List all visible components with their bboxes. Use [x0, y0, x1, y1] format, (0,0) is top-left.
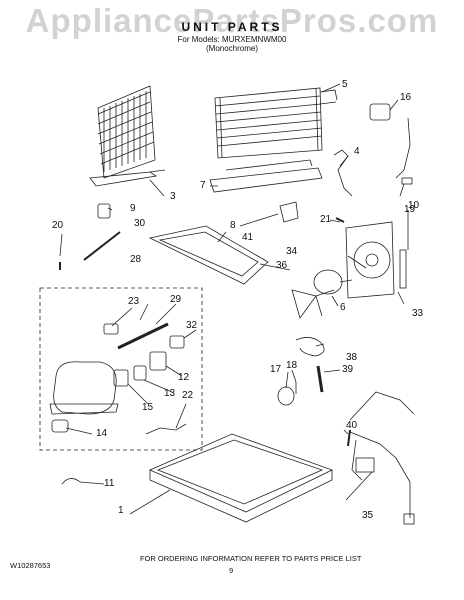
callout-36: 36 [276, 260, 288, 271]
compressor [49, 361, 119, 433]
callout-22: 22 [182, 390, 194, 401]
drain-pan [148, 225, 269, 285]
ground-screw [347, 429, 351, 447]
start-relay [149, 351, 167, 371]
foam-strip [399, 249, 407, 289]
defrost-wire [333, 149, 353, 197]
callout-38: 38 [346, 352, 358, 363]
mounting-bracket [279, 201, 299, 223]
diagram-title: UNIT PARTS [181, 20, 283, 34]
overload [113, 369, 129, 387]
callout-3: 3 [170, 191, 176, 202]
callout-23: 23 [128, 296, 140, 307]
callout-12: 12 [178, 372, 190, 383]
callout-15: 15 [142, 402, 154, 413]
terminal-block [103, 323, 119, 335]
callout-5: 5 [342, 79, 348, 90]
main-wire-harness [349, 391, 415, 525]
compressor-kit-box [39, 287, 203, 451]
spring-clip [61, 478, 81, 485]
capacitor-bracket [169, 335, 185, 349]
relay-cover [133, 365, 147, 381]
evaporator-coil [214, 87, 338, 159]
wheel [277, 386, 295, 406]
callout-21: 21 [320, 214, 332, 225]
callout-40: 40 [346, 420, 358, 431]
drain-trough [209, 159, 323, 193]
watermark: AppliancePartsPros.com [25, 2, 439, 39]
callout-39: 39 [342, 364, 354, 375]
callout-20: 20 [52, 220, 64, 231]
models-text: For Models: MURXEMNWM00 [177, 35, 287, 44]
grommet [97, 203, 111, 219]
callout-19: 19 [404, 204, 416, 215]
callout-8: 8 [230, 220, 236, 231]
variant-text: (Monochrome) [205, 44, 258, 53]
callout-16: 16 [400, 92, 412, 103]
callout-11: 11 [104, 478, 115, 489]
callout-34: 34 [286, 246, 298, 257]
callout-1: 1 [118, 505, 124, 516]
callout-35: 35 [362, 510, 374, 521]
callout-14: 14 [96, 428, 108, 439]
page-number: 9 [229, 566, 234, 575]
callout-18: 18 [286, 360, 298, 371]
callout-33: 33 [412, 308, 424, 319]
drier-tube [83, 231, 121, 261]
callout-9: 9 [130, 203, 136, 214]
document-number: W10287653 [10, 561, 51, 570]
thermistor-wire [395, 117, 411, 179]
callout-41: 41 [242, 232, 254, 243]
condenser-coil [89, 85, 166, 187]
callout-30: 30 [134, 218, 146, 229]
callout-7: 7 [200, 180, 206, 191]
fan-shroud [345, 221, 395, 299]
callout-17: 17 [270, 364, 282, 375]
wire-connector [401, 177, 413, 185]
callout-28: 28 [130, 254, 142, 265]
compressor-harness [145, 423, 187, 435]
models-line: For Models: MURXEMNWM00 (Monochrome) [0, 35, 464, 53]
leveling-leg [316, 365, 324, 393]
callout-13: 13 [164, 388, 176, 399]
callout-10: 10 [408, 200, 420, 211]
callout-6: 6 [340, 302, 346, 313]
callout-4: 4 [354, 146, 360, 157]
fan-motor [291, 269, 353, 319]
drain-tube [295, 337, 325, 357]
shroud-screw [335, 217, 345, 223]
start-capacitor [117, 322, 169, 350]
base-pan [149, 433, 334, 523]
thermistor-pad [369, 103, 391, 121]
callout-29: 29 [170, 294, 182, 305]
ordering-note: FOR ORDERING INFORMATION REFER TO PARTS … [140, 554, 362, 563]
callout-32: 32 [186, 320, 198, 331]
